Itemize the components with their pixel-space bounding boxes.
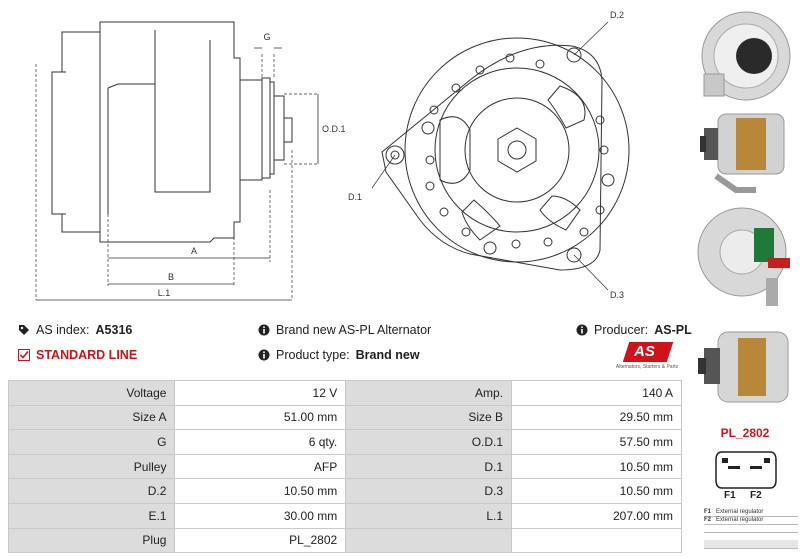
spec-value: 10.50 mm <box>511 478 682 504</box>
pin-f2: F2 <box>750 490 762 501</box>
legend-empty-3 <box>704 540 798 549</box>
label-b: B <box>168 272 174 282</box>
product-photo-front[interactable] <box>696 4 794 104</box>
spec-value: 51.00 mm <box>174 404 347 431</box>
spec-label: O.D.1 <box>345 429 513 455</box>
spec-value: AFP <box>174 453 347 480</box>
plug-connector-icon <box>715 451 777 489</box>
spec-value: 30.00 mm <box>174 502 347 529</box>
as-index-value: A5316 <box>95 323 133 337</box>
info-icon <box>258 349 270 361</box>
spec-label: Size A <box>7 404 176 431</box>
label-d1: D.1 <box>348 192 362 202</box>
label-g: G <box>263 32 270 42</box>
spec-label: L.1 <box>345 502 513 529</box>
line-label: STANDARD LINE <box>36 348 138 362</box>
spec-label: D.2 <box>7 478 176 504</box>
producer: Producer: AS-PL <box>576 323 692 337</box>
spec-label: Pulley <box>7 453 176 480</box>
leader-lines <box>371 21 609 291</box>
dimension-labels: G O.D.1 A B L.1 D.1 D.2 D.3 <box>158 10 624 300</box>
producer-label: Producer: <box>594 323 649 337</box>
spec-value: 140 A <box>511 380 682 406</box>
line-badge: STANDARD LINE <box>18 348 137 362</box>
legend-f2-text: External regulator <box>716 517 764 523</box>
plug-title: PL_2802 <box>720 426 770 440</box>
product-title: Brand new AS-PL Alternator <box>258 323 431 337</box>
spec-label: Plug <box>7 527 176 554</box>
label-d2: D.2 <box>610 10 624 20</box>
pin-f1: F1 <box>724 490 736 501</box>
dimension-arrows <box>36 47 319 301</box>
producer-value: AS-PL <box>654 323 692 337</box>
label-a: A <box>191 246 197 256</box>
check-icon <box>18 349 30 361</box>
legend-f2: F2 External regulator <box>704 516 798 525</box>
label-od1: O.D.1 <box>322 124 346 134</box>
spec-value: PL_2802 <box>174 527 347 554</box>
product-photo-top[interactable] <box>696 324 794 412</box>
as-index: AS index: A5316 <box>18 323 132 337</box>
logo-text: AS <box>634 343 655 360</box>
spec-label: G <box>7 429 176 455</box>
spec-label: D.1 <box>345 453 513 480</box>
product-type-value: Brand new <box>355 348 420 362</box>
info-icon <box>258 324 270 336</box>
spec-value: 10.50 mm <box>511 453 682 480</box>
title-text: Brand new AS-PL Alternator <box>276 323 432 337</box>
spec-label <box>345 527 513 554</box>
logo-subtext: Alternators, Starters & Parts <box>615 364 679 370</box>
info-icon <box>576 324 588 336</box>
product-type: Product type: Brand new <box>258 348 420 362</box>
brand-logo: AS Alternators, Starters & Parts <box>612 342 682 374</box>
label-l1: L.1 <box>158 288 171 298</box>
dimension-lines <box>35 54 318 300</box>
spec-label: E.1 <box>7 502 176 529</box>
spec-value: 207.00 mm <box>511 502 682 529</box>
technical-drawing: G O.D.1 A B L.1 D.1 D.2 D.3 <box>35 10 630 301</box>
spec-value: 57.50 mm <box>511 429 682 455</box>
as-index-label: AS index: <box>36 323 90 337</box>
spec-value: 29.50 mm <box>511 404 682 431</box>
product-type-label: Product type: <box>276 348 350 362</box>
spec-label: Voltage <box>7 380 176 406</box>
legend-f2-code: F2 <box>704 517 712 523</box>
product-photos <box>690 0 800 557</box>
spec-label: Amp. <box>345 380 513 406</box>
product-photo-rear[interactable] <box>696 198 794 310</box>
front-view <box>381 37 630 271</box>
spec-label: D.3 <box>345 478 513 504</box>
spec-value: 6 qty. <box>174 429 347 455</box>
tag-icon <box>19 325 29 335</box>
spec-value: 12 V <box>174 380 347 406</box>
legend-empty-1 <box>704 524 798 533</box>
legend-f1: F1 External regulator <box>704 508 798 517</box>
spec-value: 10.50 mm <box>174 478 347 504</box>
spec-value <box>511 527 682 554</box>
legend-f1-text: External regulator <box>716 509 764 515</box>
product-photo-side[interactable] <box>696 104 794 194</box>
label-d3: D.3 <box>610 290 624 300</box>
legend-f1-code: F1 <box>704 509 712 515</box>
spec-label: Size B <box>345 404 513 431</box>
side-view <box>51 21 293 243</box>
